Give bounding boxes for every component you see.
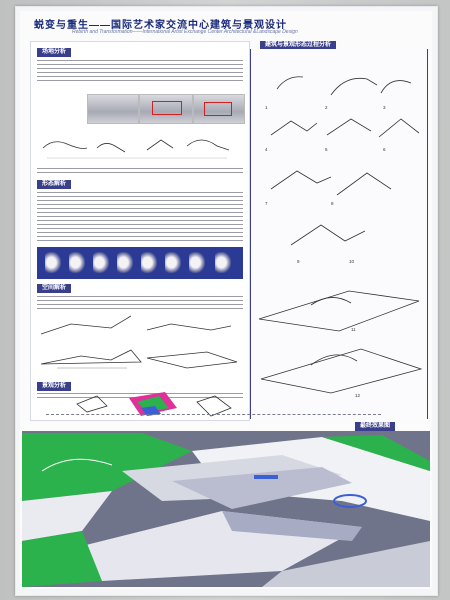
form-analysis-text xyxy=(37,192,243,242)
form-model-6 xyxy=(165,252,181,273)
section-space-analysis: 空间解析 xyxy=(37,284,72,293)
site-analysis-text xyxy=(37,60,243,82)
section-landscape-analysis: 景观分析 xyxy=(37,382,72,391)
poster-title: 蜕变与重生——国际艺术家交流中心建筑与景观设计 xyxy=(34,20,287,31)
site-photo-2 xyxy=(139,94,193,124)
step-label: 12 xyxy=(355,393,361,398)
evolution-sketches xyxy=(258,76,423,394)
site-caption xyxy=(37,168,243,174)
step-label: 11 xyxy=(351,327,356,332)
step-label: 10 xyxy=(349,259,355,264)
site-photo-1 xyxy=(87,94,139,124)
step-label: 7 xyxy=(265,201,268,206)
poster: 蜕变与重生——国际艺术家交流中心建筑与景观设计 Rebirth and Tran… xyxy=(20,11,432,589)
section-site-analysis: 场地分析 xyxy=(37,48,72,57)
section-evolution-analysis: 建筑与景观形态过程分析 xyxy=(260,41,337,50)
evolution-panel: 1 2 3 4 5 6 7 8 9 10 11 12 xyxy=(250,49,428,419)
site-photo-3 xyxy=(193,94,245,124)
landscape-diagrams xyxy=(76,392,232,417)
form-model-3 xyxy=(93,252,109,273)
poster-frame: 蜕变与重生——国际艺术家交流中心建筑与景观设计 Rebirth and Tran… xyxy=(15,6,438,596)
final-rendering xyxy=(22,431,430,587)
form-model-7 xyxy=(189,252,205,273)
site-highlight-box xyxy=(204,102,232,116)
divider-line xyxy=(46,414,381,415)
step-label: 1 xyxy=(265,105,268,110)
form-model-1 xyxy=(45,252,61,273)
site-sketches xyxy=(42,139,230,159)
step-label: 4 xyxy=(265,147,268,152)
landscape-analysis-text xyxy=(37,393,243,399)
form-model-5 xyxy=(141,252,157,273)
step-label: 6 xyxy=(383,147,386,152)
form-model-2 xyxy=(69,252,85,273)
space-analysis-text xyxy=(37,296,243,310)
form-photo-strip xyxy=(37,247,243,279)
form-model-4 xyxy=(117,252,133,273)
step-label: 8 xyxy=(331,201,334,206)
poster-subtitle: Rebirth and Transformation——Internationa… xyxy=(72,29,298,35)
step-label: 2 xyxy=(325,105,328,110)
analysis-panel: 场地分析 形态解析 xyxy=(30,41,250,421)
step-label: 5 xyxy=(325,147,328,152)
section-form-analysis: 形态解析 xyxy=(37,180,72,189)
step-label: 3 xyxy=(383,105,386,110)
site-highlight-box xyxy=(152,101,182,115)
rendering-image xyxy=(22,431,430,587)
section-final-rendering: 最终效果图 xyxy=(355,422,396,431)
step-label: 9 xyxy=(297,259,300,264)
space-sketches xyxy=(40,315,238,369)
form-model-8 xyxy=(215,252,231,273)
